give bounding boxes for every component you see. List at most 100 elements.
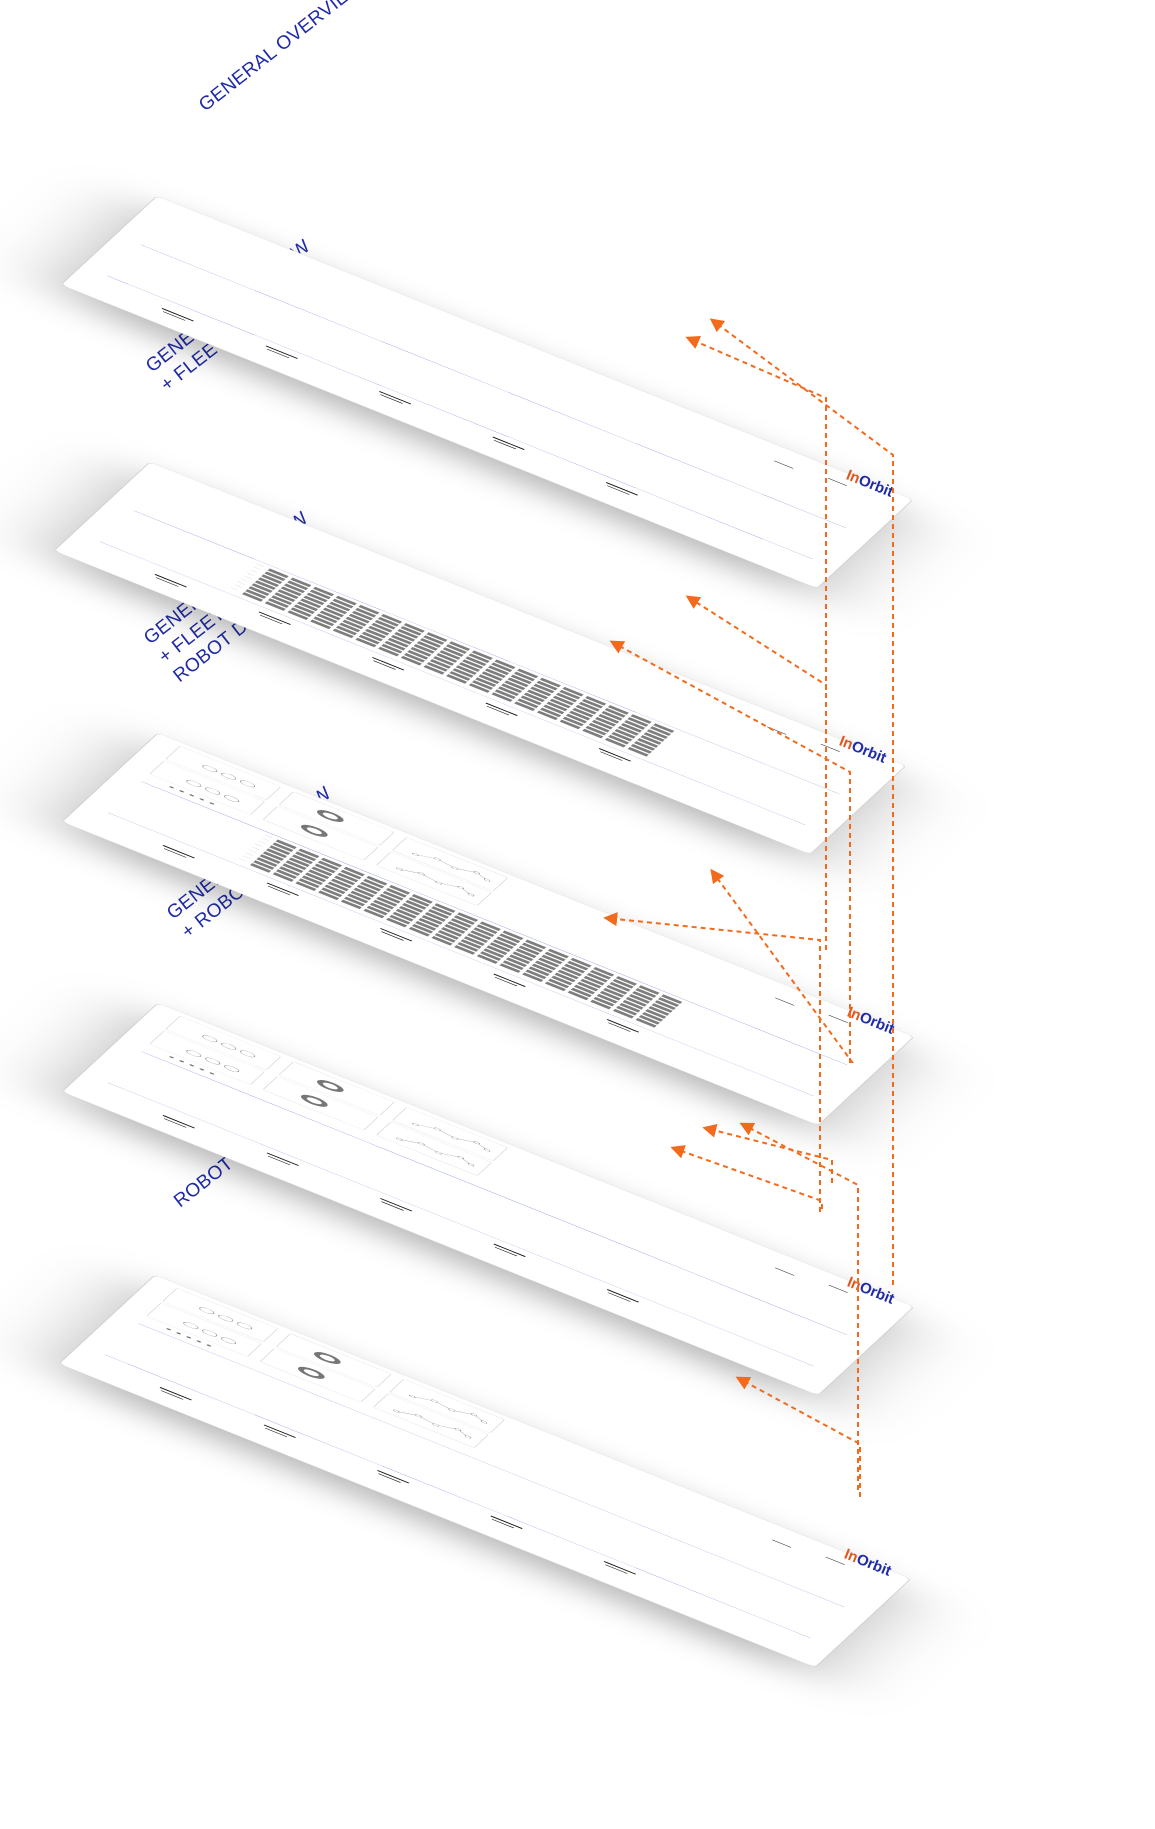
fleet-status-cell	[363, 878, 385, 889]
fleet-status-cell	[381, 614, 403, 624]
fleet-status-cell	[453, 915, 475, 925]
stat-value-mark	[379, 391, 412, 405]
fleet-status-cell	[400, 655, 422, 666]
nav-arrow-icon[interactable]	[828, 1014, 848, 1023]
layer-panel	[63, 734, 913, 1125]
pagination-dot	[196, 1340, 202, 1343]
pagination-dot	[169, 1056, 174, 1059]
fleet-status-cell	[480, 951, 502, 961]
fleet-status-cell	[468, 683, 490, 693]
card-frame	[165, 746, 281, 800]
nav-arrow-icon[interactable]	[775, 1267, 795, 1276]
fleet-status-cell	[638, 985, 660, 995]
fleet-status-cell	[615, 976, 637, 986]
trend-point	[418, 872, 425, 876]
status-circle	[240, 780, 256, 788]
robot-details-section	[146, 1288, 505, 1448]
card-frame	[146, 1303, 262, 1357]
stat-value-mark	[492, 436, 525, 450]
fleet-status-cell	[460, 939, 482, 949]
fleet-status-cell	[588, 722, 610, 733]
card-frame	[149, 1031, 265, 1085]
fleet-status-cell	[386, 917, 408, 928]
fleet-status-cell	[359, 881, 382, 892]
fleet-status-cell	[590, 999, 612, 1010]
pagination-dot	[179, 790, 184, 793]
fleet-status-cell	[251, 583, 273, 593]
nav-arrow-icon[interactable]	[827, 477, 847, 486]
nav-arrow-icon[interactable]	[825, 1556, 845, 1565]
card-frame	[392, 837, 508, 891]
fleet-status-cell	[335, 625, 358, 636]
fleet-status-cell	[486, 945, 508, 955]
fleet-status-cell	[562, 716, 584, 727]
fleet-status-cell	[565, 713, 588, 724]
fleet-status-cell	[643, 732, 665, 742]
fleet-status-cell	[510, 674, 532, 685]
nav-arrow-icon[interactable]	[820, 743, 840, 752]
status-circle	[186, 1050, 202, 1057]
fleet-status-cell	[433, 656, 455, 666]
fleet-status-cell	[534, 960, 557, 971]
fleet-status-cell	[620, 723, 642, 733]
fleet-status-cell	[526, 689, 549, 700]
stat-label-mark	[494, 1246, 518, 1257]
fleet-status-cell	[560, 966, 582, 977]
fleet-status-cell	[645, 1009, 667, 1019]
fleet-status-cell	[585, 725, 607, 736]
header-stats	[162, 1115, 640, 1303]
fleet-status-cell	[358, 634, 380, 645]
fleet-status-grid	[231, 563, 675, 757]
fleet-status-cell	[256, 857, 278, 867]
trend-point	[451, 1136, 458, 1140]
stat-value-mark	[263, 1424, 296, 1438]
stat-label-mark	[608, 1022, 631, 1032]
fleet-status-cell	[562, 686, 584, 697]
stat-label-mark	[493, 439, 517, 450]
card-frame	[276, 1333, 391, 1388]
fleet-axis-tick	[247, 572, 255, 576]
fleet-status-cell	[507, 677, 529, 688]
fleet-status-cell	[649, 726, 672, 736]
panel-divider	[107, 1082, 814, 1367]
fleet-status-cell	[356, 884, 378, 895]
robot-detail-card	[260, 1348, 375, 1402]
fleet-status-cell	[345, 616, 367, 627]
fleet-status-cell	[374, 619, 396, 630]
fleet-status-cell	[297, 601, 319, 612]
fleet-status-cell	[523, 692, 545, 703]
fleet-status-cell	[287, 610, 309, 620]
fleet-status-cell	[539, 677, 561, 688]
fleet-status-cell	[342, 619, 364, 630]
fleet-status-cell	[279, 866, 301, 876]
fleet-status-cell	[476, 924, 498, 935]
nav-arrow-icon[interactable]	[775, 997, 795, 1006]
trend-point	[434, 1127, 441, 1131]
fleet-status-cell	[318, 890, 340, 901]
fleet-status-cell	[632, 991, 654, 1001]
fleet-status-cell	[514, 701, 536, 712]
fleet-status-cell	[628, 994, 650, 1004]
stat-value-mark	[266, 1152, 299, 1166]
nav-arrow-icon[interactable]	[772, 1539, 792, 1548]
fleet-status-cell	[398, 905, 420, 916]
fleet-status-cell	[489, 942, 511, 952]
stat-label-mark	[264, 1427, 288, 1438]
card-frame	[162, 1288, 278, 1342]
panel-nav-arrows	[774, 460, 847, 486]
trend-point	[431, 1399, 438, 1403]
fleet-status-cell	[612, 979, 634, 989]
fleet-status-cell	[410, 647, 432, 657]
fleet-status-cell	[258, 577, 280, 587]
fleet-status-cell	[606, 984, 628, 995]
nav-arrow-icon[interactable]	[774, 460, 794, 469]
fleet-status-cell	[557, 969, 579, 980]
nav-arrow-icon[interactable]	[828, 1284, 848, 1293]
fleet-status-cell	[447, 921, 469, 931]
pagination-dot	[199, 1068, 205, 1071]
trend-point	[448, 1408, 455, 1412]
fleet-status-cell	[546, 701, 568, 712]
fleet-status-cell	[275, 869, 297, 879]
fleet-status-cell	[575, 704, 597, 715]
connector-arrow	[709, 318, 894, 1285]
